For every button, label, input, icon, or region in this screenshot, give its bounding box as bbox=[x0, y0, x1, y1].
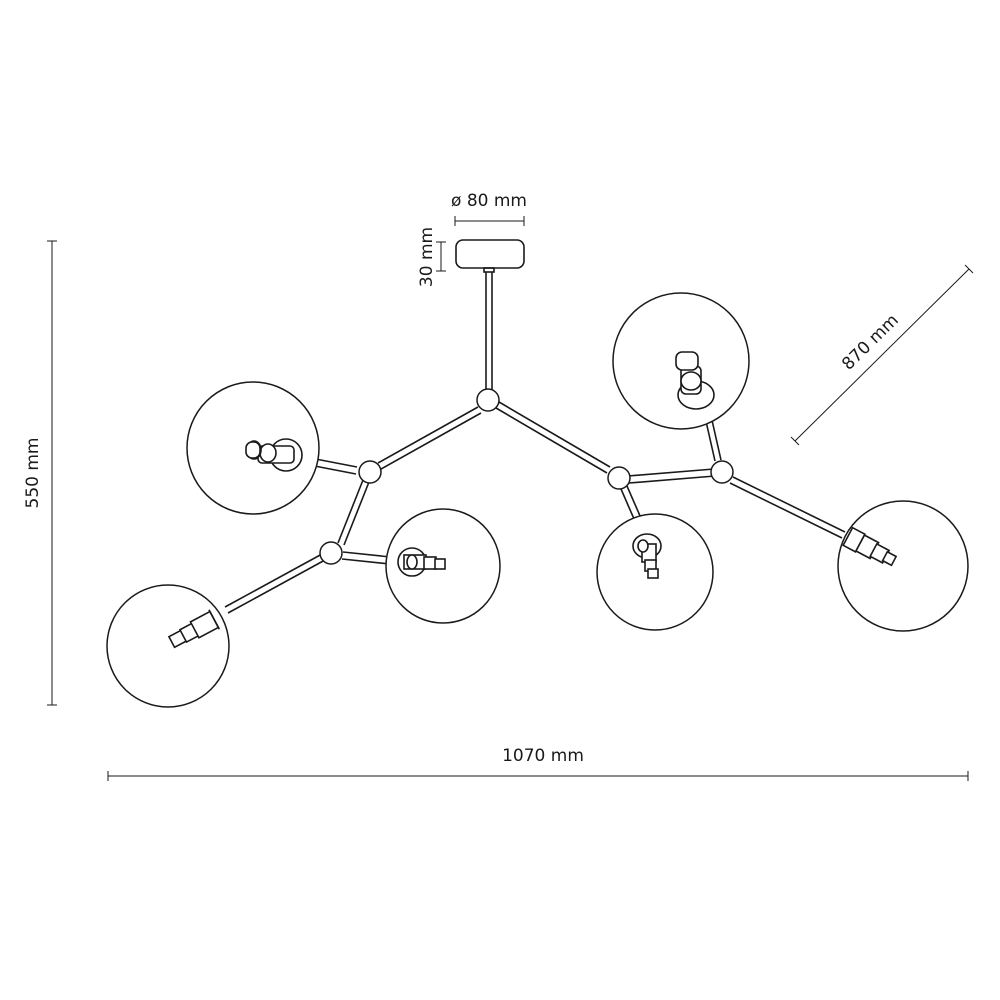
total-width-dimension: 1070 mm bbox=[107, 746, 969, 781]
globes bbox=[106, 292, 969, 708]
socket-top-right bbox=[675, 351, 715, 410]
total-width-label: 1070 mm bbox=[502, 746, 584, 766]
sockets bbox=[167, 351, 898, 649]
socket-top-left bbox=[245, 438, 303, 472]
canopy bbox=[455, 239, 525, 273]
joint-lower-left bbox=[319, 541, 343, 565]
total-height-dimension: 550 mm bbox=[23, 240, 57, 706]
diagonal-label: 870 mm bbox=[838, 310, 903, 374]
canopy-diameter-dimension: ø 80 mm bbox=[451, 191, 527, 226]
canopy-height-label: 30 mm bbox=[417, 227, 437, 287]
canopy-diameter-label: ø 80 mm bbox=[451, 191, 527, 211]
socket-right bbox=[842, 526, 898, 567]
socket-center-left bbox=[397, 547, 446, 577]
socket-center-right bbox=[632, 533, 662, 579]
globe-bottom-left bbox=[106, 584, 230, 708]
joints bbox=[319, 388, 734, 565]
socket-bottom-left bbox=[167, 609, 220, 649]
diagonal-dimension: 870 mm bbox=[790, 264, 974, 446]
joint-left bbox=[358, 460, 382, 484]
joint-right bbox=[710, 460, 734, 484]
total-height-label: 550 mm bbox=[23, 438, 43, 509]
canopy-height-dimension: 30 mm bbox=[417, 227, 446, 287]
stem bbox=[485, 272, 493, 391]
globe-right bbox=[837, 500, 969, 632]
joint-right-mid bbox=[607, 466, 631, 490]
joint-center bbox=[476, 388, 500, 412]
